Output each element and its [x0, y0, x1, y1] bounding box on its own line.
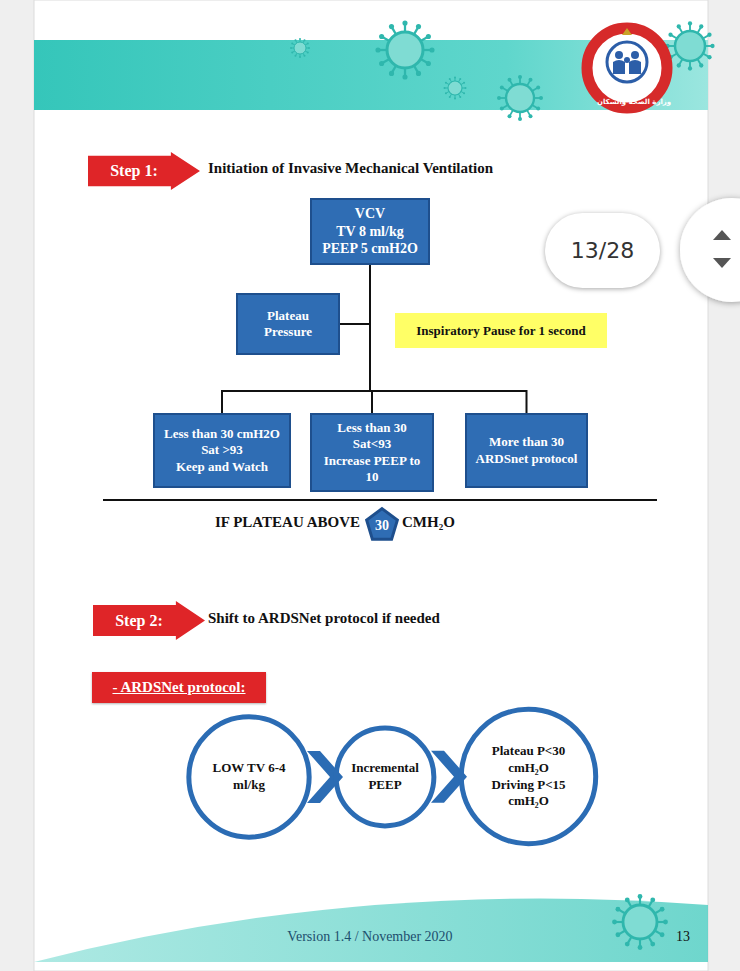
node-text: Sat >93 [201, 442, 243, 458]
virus-icon [444, 77, 467, 100]
section-title: - ARDSNet protocol: [92, 672, 266, 703]
version-note: Version 1.4 / November 2020 [250, 929, 490, 945]
virus-icon [612, 894, 668, 950]
step-circle: LOW TV 6-4 ml/kg [185, 713, 313, 841]
value-pentagon: 30 [366, 508, 398, 540]
text-group: VCVTV 8 ml/kgPEEP 5 cmH2O [322, 205, 418, 258]
step-heading: Initiation of Invasive Mechanical Ventil… [208, 160, 493, 177]
node-text: Plateau P<30 cmH₂O [476, 743, 582, 777]
text-group: Incremental PEEP [347, 760, 424, 794]
process-box: VCVTV 8 ml/kgPEEP 5 cmH2O [310, 198, 430, 265]
process-box: Plateau Pressure [236, 293, 340, 355]
node-text: Inspiratory Pause for 1 second [416, 323, 585, 339]
text-group: Step 2: [115, 612, 163, 630]
text-group: More than 30ARDSnet protocol [476, 434, 578, 467]
node-text: 13/28 [571, 238, 634, 263]
text-group: 13/28 [571, 238, 634, 263]
node-text: Less than 30 cmH2O [164, 426, 280, 442]
condition-text: IF PLATEAU ABOVE [150, 514, 360, 531]
node-text: Plateau Pressure [246, 308, 330, 341]
virus-icon [375, 20, 434, 79]
node-text: Step 2: [115, 612, 163, 630]
virus-icon [290, 38, 310, 58]
footer-wave [34, 898, 708, 962]
text-group: Plateau P<30 cmH₂ODriving P<15 cmH₂O [476, 743, 582, 811]
node-text: Driving P<15 cmH₂O [476, 777, 582, 811]
node-text: Incremental PEEP [347, 760, 424, 794]
node-text: Increase PEEP to 10 [320, 453, 424, 486]
note-box: Inspiratory Pause for 1 second [395, 313, 607, 348]
virus-icon [497, 75, 543, 121]
virus-icon [665, 21, 714, 70]
node-text: ARDSnet protocol [476, 451, 578, 467]
text-group: Less than 30 cmH2OSat >93Keep and Watch [164, 426, 280, 475]
step-badge: Step 2: [93, 601, 205, 640]
node-text: PEEP 5 cmH2O [322, 240, 418, 258]
page-sheet [34, 0, 708, 971]
unit-text: CMH₂O [402, 514, 455, 531]
text-group: LOW TV 6-4 ml/kg [202, 760, 297, 794]
text-group: Less than 30Sat<93Increase PEEP to 10 [320, 420, 424, 485]
process-box: Less than 30Sat<93Increase PEEP to 10 [310, 413, 434, 492]
text-group: Inspiratory Pause for 1 second [416, 323, 585, 339]
page-counter: 13/28 [545, 213, 660, 288]
node-text: Step 1: [110, 162, 158, 180]
node-text: LOW TV 6-4 ml/kg [202, 760, 297, 794]
page-number: 13 [676, 929, 690, 945]
step-heading: Shift to ARDSNet protocol if needed [208, 610, 440, 627]
process-box: Less than 30 cmH2OSat >93Keep and Watch [153, 413, 291, 488]
ministry-logo [587, 28, 667, 108]
logo-text: وزارة الصحة والسكان [597, 98, 657, 106]
node-text: 30 [375, 518, 389, 534]
step-circle: Incremental PEEP [333, 725, 437, 829]
node-text: Sat<93 [353, 436, 391, 452]
text-group: Plateau Pressure [246, 308, 330, 341]
text-group: - ARDSNet protocol: [112, 679, 245, 696]
node-text: More than 30 [489, 434, 564, 450]
tree-connector [222, 265, 370, 414]
text-group: Step 1: [110, 162, 158, 180]
node-text: VCV [355, 205, 385, 223]
text-group: 30 [375, 518, 389, 534]
scroll-control [680, 198, 740, 302]
node-text: Less than 30 [337, 420, 406, 436]
node-text: - ARDSNet protocol: [112, 679, 245, 696]
divider-line [103, 499, 657, 501]
node-text: Keep and Watch [176, 459, 268, 475]
virus-decoration [290, 20, 715, 949]
step-circle: Plateau P<30 cmH₂ODriving P<15 cmH₂O [457, 705, 600, 848]
process-box: More than 30ARDSnet protocol [465, 413, 588, 488]
tree-connector [340, 265, 370, 325]
node-text: TV 8 ml/kg [336, 223, 403, 241]
step-badge: Step 1: [88, 152, 200, 190]
